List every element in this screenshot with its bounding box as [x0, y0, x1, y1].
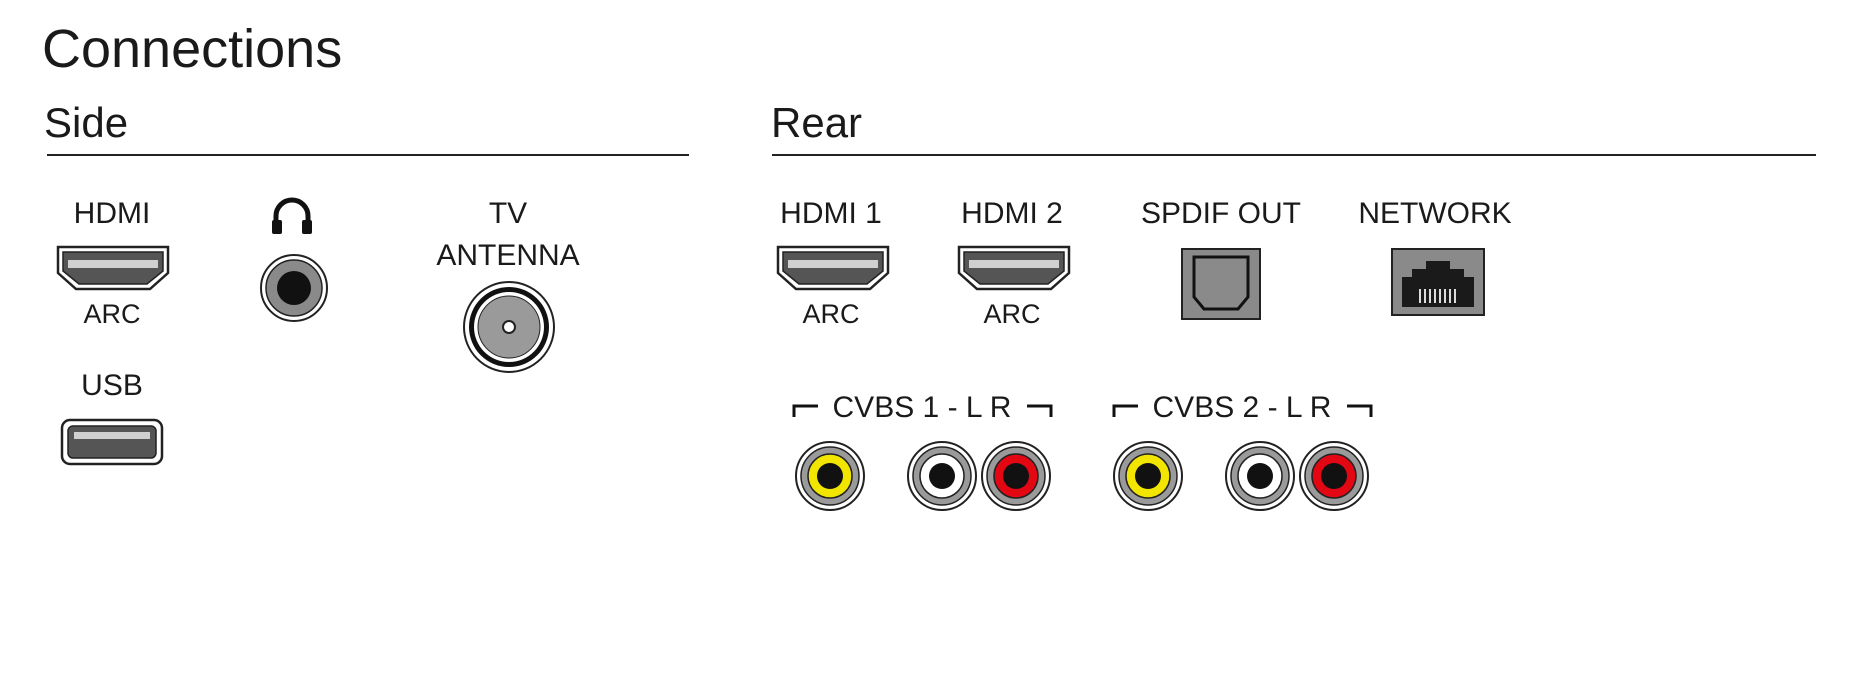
headphones-icon — [272, 197, 312, 234]
cvbs2-label: CVBS 2 - L R — [1152, 391, 1332, 424]
headphone-jack-icon — [260, 254, 328, 322]
cvbs1-audio-left-jack-icon — [907, 441, 977, 511]
cvbs1-bracket-right-icon — [1027, 404, 1053, 417]
cvbs2-audio-left-jack-icon — [1225, 441, 1295, 511]
rear-hdmi2-arc-label: ARC — [983, 299, 1041, 329]
antenna-label-line1: TV — [488, 197, 528, 230]
side-hdmi-label: HDMI — [73, 197, 151, 230]
hdmi1-port-icon — [776, 245, 890, 291]
network-label: NETWORK — [1358, 197, 1512, 230]
antenna-label-line2: ANTENNA — [436, 239, 580, 272]
rear-heading: Rear — [771, 99, 863, 146]
cvbs1-label: CVBS 1 - L R — [832, 391, 1012, 424]
hdmi2-port-icon — [957, 245, 1071, 291]
usb-port-icon — [60, 418, 164, 466]
side-hdmi-arc-label: ARC — [83, 299, 141, 329]
hdmi-port-icon — [56, 245, 170, 291]
optical-port-icon — [1181, 248, 1261, 320]
cvbs2-video-jack-icon — [1113, 441, 1183, 511]
ethernet-port-icon — [1391, 248, 1485, 316]
side-divider — [47, 154, 689, 156]
cvbs1-audio-right-jack-icon — [981, 441, 1051, 511]
cvbs1-video-jack-icon — [795, 441, 865, 511]
rear-divider — [772, 154, 1816, 156]
rear-hdmi1-label: HDMI 1 — [780, 197, 882, 230]
spdif-label: SPDIF OUT — [1140, 197, 1301, 230]
cvbs1-bracket-left-icon — [792, 404, 818, 417]
cvbs2-bracket-left-icon — [1112, 404, 1138, 417]
usb-label: USB — [81, 369, 143, 402]
side-heading: Side — [44, 99, 129, 146]
rear-hdmi1-arc-label: ARC — [802, 299, 860, 329]
cvbs2-bracket-right-icon — [1347, 404, 1373, 417]
coax-port-icon — [463, 281, 555, 373]
cvbs2-audio-right-jack-icon — [1299, 441, 1369, 511]
page-title: Connections — [42, 19, 343, 79]
rear-hdmi2-label: HDMI 2 — [961, 197, 1063, 230]
